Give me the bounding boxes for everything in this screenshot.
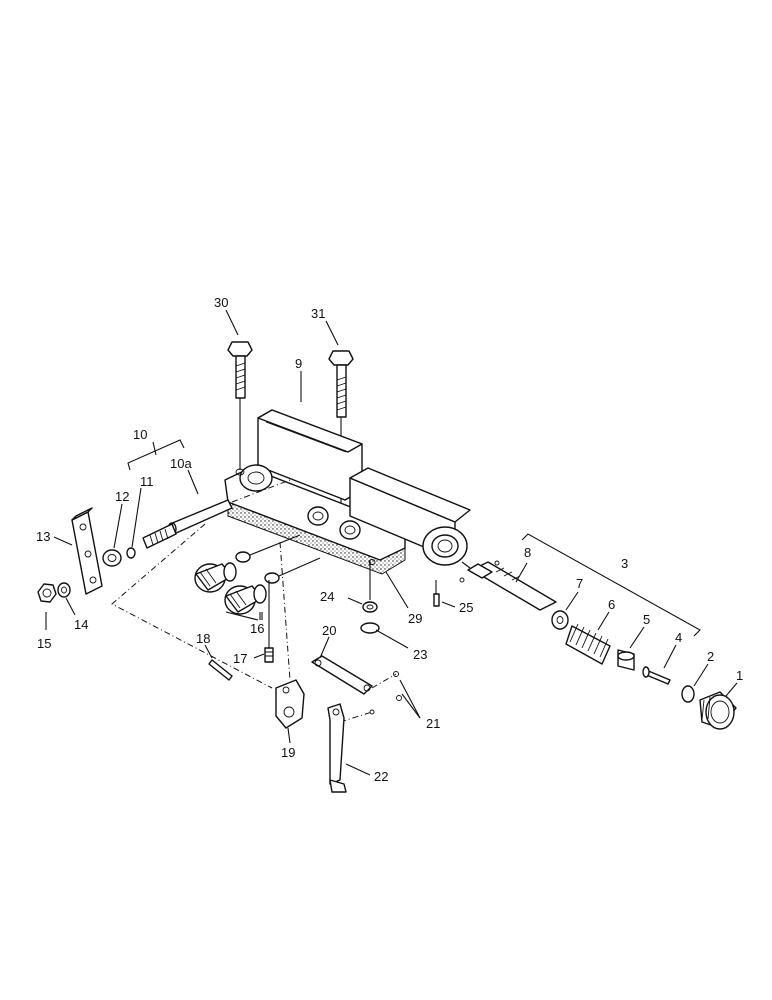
nut-15 <box>37 583 57 603</box>
lock-washer-14 <box>57 582 71 598</box>
o-ring-11 <box>126 547 136 559</box>
callout-25: 25 <box>459 600 473 615</box>
callout-10a: 10a <box>170 456 192 471</box>
o-ring-23 <box>360 622 380 634</box>
lever-22 <box>327 703 347 793</box>
plug-1 <box>699 691 737 730</box>
shaft-10a <box>142 499 233 549</box>
callout-15: 15 <box>37 636 51 651</box>
callout-10: 10 <box>133 427 147 442</box>
lever-plate-13 <box>71 507 103 595</box>
callout-2: 2 <box>707 649 714 664</box>
bracket-10 <box>127 439 185 471</box>
bracket-3 <box>521 533 701 637</box>
washer-24 <box>362 601 378 613</box>
callout-31: 31 <box>311 306 325 321</box>
washer-12 <box>102 549 122 567</box>
callout-21: 21 <box>426 716 440 731</box>
spring-6 <box>565 623 611 665</box>
callout-20: 20 <box>322 623 336 638</box>
callout-18: 18 <box>196 631 210 646</box>
callout-17: 17 <box>233 651 247 666</box>
callout-9: 9 <box>295 356 302 371</box>
callout-1: 1 <box>736 668 743 683</box>
callout-19: 19 <box>281 745 295 760</box>
o-ring-16a <box>235 551 251 563</box>
plug-16a <box>194 562 237 593</box>
plug-16b <box>224 584 267 615</box>
callout-16: 16 <box>250 621 264 636</box>
pin-4 <box>642 666 671 685</box>
callout-6: 6 <box>608 597 615 612</box>
callout-14: 14 <box>74 617 88 632</box>
callout-8: 8 <box>524 545 531 560</box>
o-ring-16b <box>264 572 280 584</box>
washer-7 <box>551 610 569 630</box>
leader-lines <box>45 309 738 776</box>
bolt-30 <box>227 341 253 399</box>
clips-21 <box>369 671 402 715</box>
valve-body-9 <box>224 409 471 575</box>
lever-19 <box>275 679 305 729</box>
callout-4: 4 <box>675 630 682 645</box>
screw-17 <box>264 647 274 663</box>
callout-11: 11 <box>140 474 154 489</box>
pin-18 <box>208 659 233 681</box>
callout-23: 23 <box>413 647 427 662</box>
callout-30: 30 <box>214 295 228 310</box>
seat-5 <box>617 649 635 671</box>
callout-29: 29 <box>408 611 422 626</box>
callout-3: 3 <box>621 556 628 571</box>
callout-12: 12 <box>115 489 129 504</box>
callout-24: 24 <box>320 589 334 604</box>
callout-7: 7 <box>576 576 583 591</box>
callout-labels: 30 31 9 10 10a 11 12 13 14 15 16 17 18 1… <box>36 295 743 784</box>
callout-22: 22 <box>374 769 388 784</box>
screw-25 <box>433 593 440 607</box>
callout-5: 5 <box>643 612 650 627</box>
link-20 <box>311 655 373 695</box>
spool-8 <box>459 560 557 611</box>
o-ring-2 <box>681 685 695 703</box>
callout-13: 13 <box>36 529 50 544</box>
bolt-31 <box>328 350 354 418</box>
